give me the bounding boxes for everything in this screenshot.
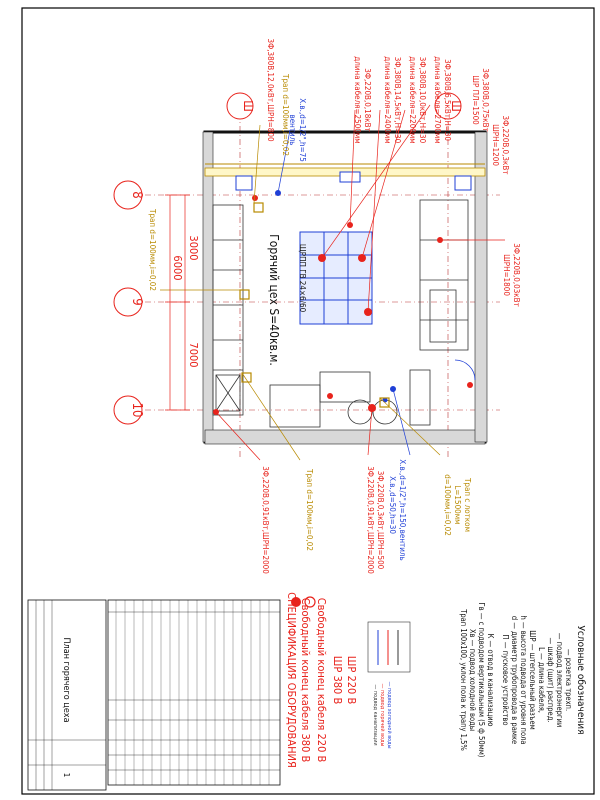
ann-gold-5: L=1500мм (453, 485, 462, 524)
ann-red-16: 3Ф,220В,0,3кВт,ШРН=500 (376, 471, 385, 570)
ann-gold-3: Трап d=100мм,i=0,02 (305, 468, 314, 551)
ann-red-15: ШРН=1800 (502, 254, 511, 296)
sheet-number: 1 (62, 773, 71, 778)
symbol-free-end-380: Свободный конец кабеля 380 В (299, 598, 312, 763)
inset-item-2: — подвод горячей воды (379, 684, 386, 747)
ann-red-8: длина кабеля=2200мм (408, 56, 418, 143)
title-block: План горячего цеха 1 (27, 599, 107, 791)
floor-plan: 8 9 10 Ш Ш 3000 6000 7000 Горячий цех S=… (113, 38, 521, 574)
dim-3000: 3000 (187, 235, 200, 260)
ann-red-14: 3Ф,220В,0,03кВт (512, 243, 521, 307)
ann-blue-3: Х.в.,d=1/2",h=150,вентиль (398, 459, 407, 561)
ann-red-5: 3Ф,380В,6,5кВт,Н=30 (443, 59, 452, 141)
ann-red-10: длина кабеля=2400мм (383, 56, 393, 143)
ann-blue-4: Х.в.,d=50,h=30 (388, 476, 397, 534)
legend-item-1: — розетка трехп. (564, 649, 573, 711)
ann-red-1: 3Ф,220В,0,3кВт (501, 116, 510, 175)
legend-title: Условные обозначения (575, 625, 587, 734)
legend-item-7: d — диаметр трубопровода в рамке (510, 616, 519, 744)
dimension-lines (165, 194, 190, 411)
ann-red-7: 3Ф,380В,10,0кВт,Н=30 (418, 57, 427, 144)
ann-red-11: 3Ф,220В,0,18кВт (363, 68, 372, 132)
spec-title: СПЕЦИФИКАЦИЯ ОБОРУДОВАНИЯ (285, 592, 298, 768)
symbol-shr-380: ШР 380 В (331, 656, 344, 705)
ann-blue-2: вентиль (288, 114, 297, 145)
ann-red-4: ШР ПЛ=1500 (471, 75, 480, 125)
dim-7000: 7000 (187, 342, 200, 367)
ann-red-18: 3Ф,220В,0,91кВт,ШРН=2000 (261, 466, 270, 574)
dim-6000: 6000 (171, 255, 184, 280)
equipment-island (299, 231, 373, 325)
ann-red-9: 3Ф,380В,14,5кВт,Н=30 (393, 57, 402, 144)
door-arc (454, 359, 476, 381)
room-label: Горячий цех S=40кв.м. (267, 234, 281, 366)
ann-gold-4: Трап с лотком (463, 477, 472, 532)
legend-item-2: — подвод электроэнергии (555, 633, 564, 727)
panel-label: ЩРПП ГВ 24×6/60 (298, 244, 307, 313)
axis-label-top-1: Ш (241, 100, 255, 112)
ann-red-2: ШРН=1200 (491, 124, 500, 166)
legend-item-12: Трап 100х100, уклон пола к трапу 1,5% (459, 608, 468, 751)
legend-item-3: — шкаф (щит) распред. (546, 637, 555, 722)
ann-gold-1: Трап d=100мм,i=0,02 (281, 73, 290, 156)
ann-red-17: 3Ф,220В,0,91кВт,ШРН=2000 (366, 466, 375, 574)
ann-gold-2: Трап d=100мм,i=0,02 (148, 208, 157, 291)
leader-lines-gold (160, 124, 441, 461)
ann-red-3: 3Ф,380В,0,75кВт (481, 68, 490, 132)
legend-item-6: h — высота подвода от уровня пола (519, 615, 528, 744)
free-end-220-icon (304, 596, 316, 608)
ann-red-12: длина кабеля=2500мм (353, 56, 363, 143)
leader-lines-red (215, 104, 505, 461)
spec-rows (115, 600, 270, 785)
blue-annotations: Х.в.,d=1/2",h=75 вентиль Х.в.,d=1/2",h=1… (288, 98, 407, 561)
inset-item-1: — подвод холодной воды (386, 681, 393, 748)
floor-drains (239, 202, 390, 408)
red-annotations: 3Ф,220В,0,3кВт ШРН=1200 3Ф,380В,0,75кВт … (261, 38, 521, 574)
legend-item-8: П — пусковое устройство (501, 635, 510, 726)
equipment-right (419, 199, 469, 351)
inset-symbols (377, 630, 399, 665)
equipment-left (212, 204, 244, 416)
axis-label-10: 10 (129, 403, 144, 418)
sheet-title: План горячего цеха (61, 637, 71, 722)
legend-item-4: L — длина кабеля, (537, 647, 546, 713)
equipment-bottom (269, 369, 431, 428)
ann-blue-1: Х.в.,d=1/2",h=75 (298, 98, 307, 162)
legend: Условные обозначения — розетка трехп. — … (285, 592, 587, 768)
axis-label-9: 9 (129, 298, 144, 305)
ann-red-6: длина кабеля=2700мм (433, 56, 443, 143)
free-end-380-icon (291, 597, 301, 607)
legend-item-5: ШР — штепсельный разъем (528, 630, 537, 729)
axis-label-top-2: Ш (449, 100, 463, 112)
axis-bubbles: 8 9 10 Ш Ш (113, 92, 463, 425)
symbol-free-end-220: Свободный конец кабеля 220 В (315, 598, 328, 763)
ann-gold-6: d=100мм,i=0,02 (443, 474, 452, 536)
leader-lines-blue (277, 129, 411, 456)
legend-item-11: Хв — подвод холодной воды (468, 629, 477, 731)
gold-annotations: Трап d=100мм,i=0,02 Трап d=100мм,i=0,02 … (148, 73, 472, 551)
spec-table (107, 599, 281, 786)
legend-item-9: К — отвод в канализацию (486, 634, 495, 727)
legend-item-10: Гв — с подводом вертикальным (5 ф 50мм) (477, 603, 486, 758)
axis-label-8: 8 (129, 191, 144, 198)
ann-red-13: 3Ф,380В,12,0кВт,ШРН=800 (266, 38, 275, 141)
symbol-shr-220: ШР 220 В (345, 656, 358, 705)
inset-item-3: — подвод канализации (372, 684, 378, 745)
inset-legend-box (367, 621, 411, 673)
